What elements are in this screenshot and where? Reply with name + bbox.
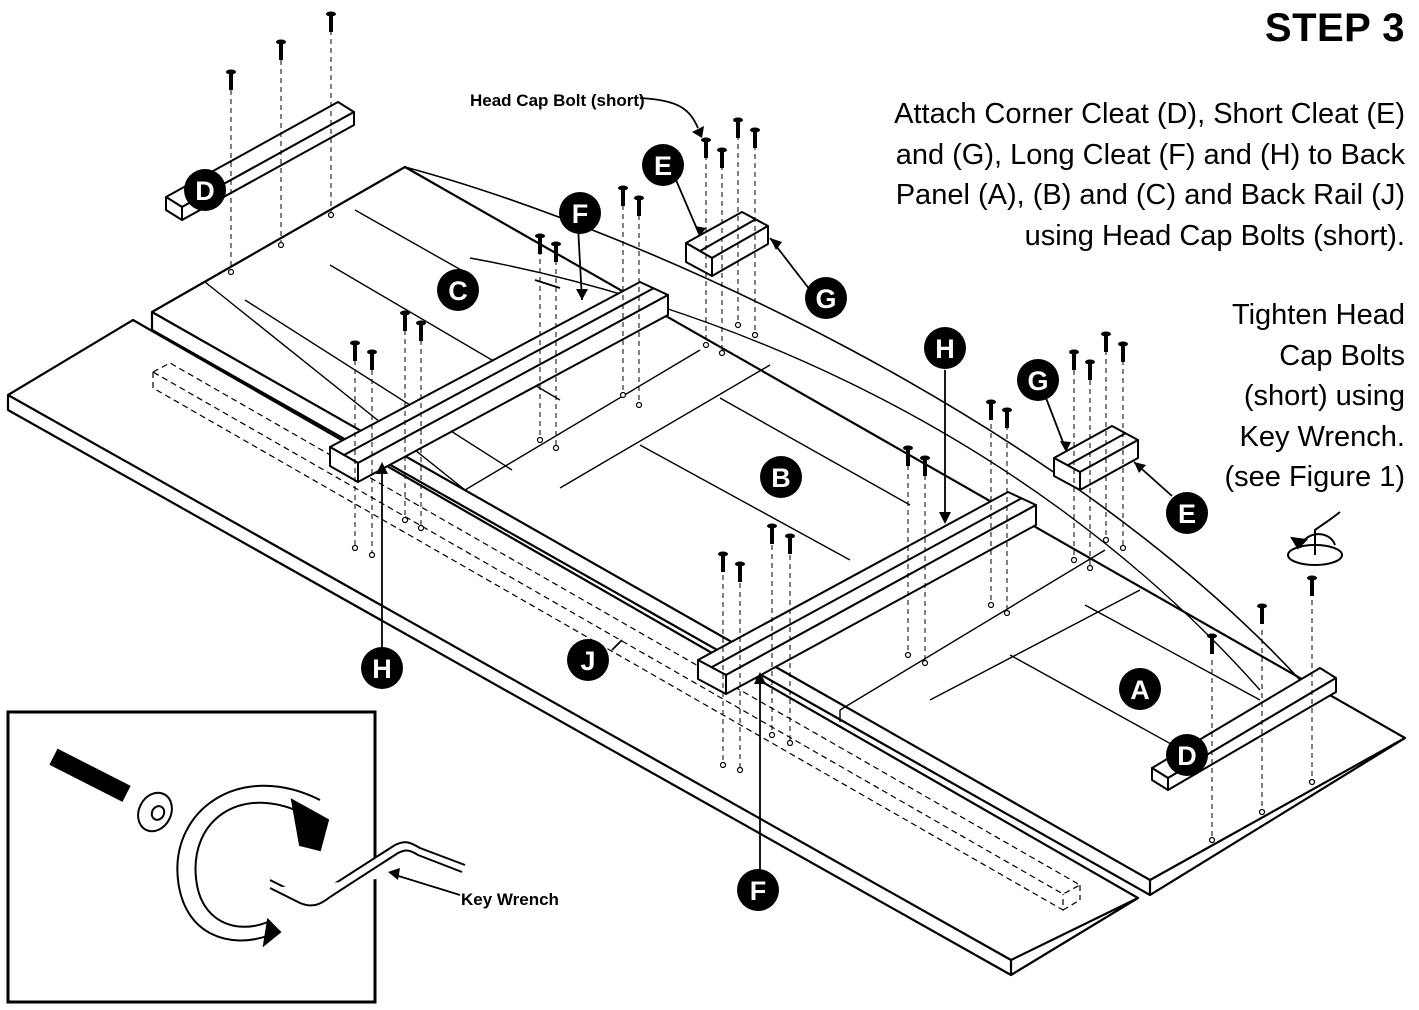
instruction-line: Panel (A), (B) and (C) and Back Rail (J) [895, 179, 1405, 211]
badge-f-bottom: F [737, 869, 779, 911]
badge-g-right: G [1017, 359, 1059, 401]
tighten-line: (short) using [1243, 380, 1405, 412]
svg-text:E: E [654, 151, 672, 181]
key-wrench-icon [269, 841, 466, 907]
svg-text:H: H [935, 334, 955, 364]
rotate-arrow-icon [1287, 511, 1343, 566]
rotation-arrow-icon [176, 784, 330, 948]
tighten-line: (see Figure 1) [1224, 461, 1405, 493]
short-cleats-upper [685, 211, 769, 277]
badge-j: J [567, 639, 609, 681]
back-panel [150, 165, 1407, 897]
svg-text:D: D [1177, 741, 1197, 771]
instruction-line: Attach Corner Cleat (D), Short Cleat (E) [894, 98, 1405, 130]
tighten-text: Tighten Head Cap Bolts (short) using Key… [1224, 295, 1405, 498]
part-badges: D C F E G H G B E H J A D F [184, 144, 1208, 911]
badge-g-top: G [805, 277, 847, 319]
badge-a: A [1119, 668, 1161, 710]
badge-b: B [760, 456, 802, 498]
step-title: STEP 3 [1264, 6, 1405, 50]
head-cap-bolt-icon [49, 748, 173, 833]
badge-d-bottom: D [1166, 734, 1208, 776]
bolt-holes [227, 211, 1316, 844]
svg-text:C: C [448, 276, 468, 306]
instruction-line: using Head Cap Bolts (short). [1024, 219, 1405, 252]
tighten-line: Key Wrench. [1239, 420, 1405, 453]
long-cleat-f-upper [329, 281, 669, 483]
key-wrench-callout: Key Wrench [461, 890, 559, 909]
long-cleat-f-lower [697, 491, 1037, 695]
badge-f-top: F [559, 192, 601, 234]
arrow-heads [376, 126, 1146, 684]
back-rail-j [151, 362, 1082, 912]
instruction-text: Attach Corner Cleat (D), Short Cleat (E)… [894, 94, 1405, 256]
svg-text:H: H [372, 654, 392, 684]
head-cap-bolt-callout: Head Cap Bolt (short) [470, 91, 645, 110]
badge-e-right: E [1166, 492, 1208, 534]
figure-1-inset: Key Wrench [6, 710, 559, 1004]
badge-c: C [437, 269, 479, 311]
badge-h-left: H [361, 647, 403, 689]
svg-text:F: F [750, 876, 767, 906]
badge-e-top: E [642, 144, 684, 186]
svg-text:J: J [580, 646, 595, 676]
svg-text:G: G [1027, 366, 1048, 396]
svg-text:E: E [1178, 499, 1196, 529]
instruction-line: and (G), Long Cleat (F) and (H) to Back [895, 138, 1405, 171]
bolt-guide-lines [9, 30, 1313, 840]
svg-text:A: A [1130, 675, 1150, 705]
svg-text:D: D [195, 176, 215, 206]
svg-text:B: B [771, 463, 791, 493]
panel-seams [204, 209, 1261, 761]
badge-h-right: H [924, 327, 966, 369]
badge-d-top: D [184, 169, 226, 211]
tighten-line: Tighten Head [1231, 299, 1405, 331]
svg-text:F: F [572, 199, 589, 229]
short-cleats-lower [1053, 425, 1139, 491]
svg-text:G: G [815, 284, 836, 314]
tighten-line: Cap Bolts [1279, 339, 1405, 372]
